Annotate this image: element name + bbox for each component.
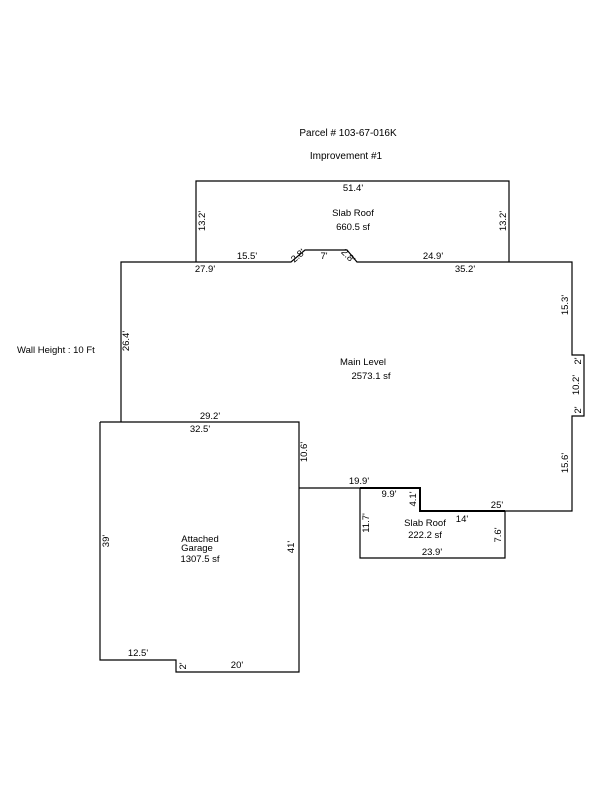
dim-notch-width: 9.9' bbox=[381, 489, 396, 500]
slab-roof-top-area: 660.5 sf bbox=[336, 222, 370, 233]
dim-notch-height: 4.1' bbox=[408, 491, 419, 506]
dim-main-top-left: 27.9' bbox=[195, 264, 215, 275]
garage-area: 1307.5 sf bbox=[180, 554, 219, 565]
dim-main-bottom-mid: 19.9' bbox=[349, 476, 369, 487]
slab-roof-top-name: Slab Roof bbox=[332, 208, 374, 219]
dim-slab-top-right: 13.2' bbox=[498, 211, 509, 231]
dim-bay-center: 7' bbox=[320, 251, 327, 262]
dim-small-slab-left: 11.7' bbox=[361, 513, 372, 533]
dim-slab-top-width: 51.4' bbox=[343, 183, 363, 194]
dim-main-top-right: 35.2' bbox=[455, 264, 475, 275]
slab-roof-small-outline bbox=[359, 488, 506, 559]
dim-small-slab-bottom: 23.9' bbox=[422, 547, 442, 558]
dim-garage-step: 2' bbox=[178, 662, 189, 669]
dim-garage-right: 41' bbox=[286, 541, 297, 554]
slab-roof-small-name: Slab Roof bbox=[404, 518, 446, 529]
garage-outline bbox=[99, 421, 300, 673]
dim-garage-bottom-left: 12.5' bbox=[128, 648, 148, 659]
dim-main-bottom-right: 25' bbox=[491, 500, 504, 511]
parcel-number: Parcel # 103-67-016K bbox=[299, 128, 397, 139]
improvement-label: Improvement #1 bbox=[310, 151, 383, 162]
garage-name-line2: Garage bbox=[181, 543, 213, 554]
slab-roof-small-area: 222.2 sf bbox=[408, 530, 442, 541]
dim-main-bottom-left: 29.2' bbox=[200, 411, 220, 422]
main-level-name: Main Level bbox=[340, 357, 386, 368]
slab-roof-small-inner-edge bbox=[360, 487, 505, 512]
dim-garage-top: 32.5' bbox=[190, 424, 210, 435]
dim-main-right-upper: 15.3' bbox=[560, 295, 571, 315]
dim-bump-top: 2' bbox=[573, 357, 584, 364]
dim-garage-bottom-right: 20' bbox=[231, 660, 244, 671]
dim-small-slab-top: 14' bbox=[456, 514, 469, 525]
garage-name-line1: Attached bbox=[181, 534, 219, 545]
main-level-area: 2573.1 sf bbox=[351, 371, 390, 382]
dim-main-right-lower: 15.6' bbox=[560, 453, 571, 473]
dim-small-slab-right: 7.6' bbox=[493, 527, 504, 542]
dim-main-left: 26.4' bbox=[121, 331, 132, 351]
dim-bay-right-run: 24.9' bbox=[423, 251, 443, 262]
dim-bump-bottom: 2' bbox=[573, 406, 584, 413]
dim-bay-left-run: 15.5' bbox=[237, 251, 257, 262]
dim-slab-top-left: 13.2' bbox=[197, 211, 208, 231]
slab-roof-top-outline bbox=[195, 180, 510, 262]
dim-garage-left: 39' bbox=[101, 535, 112, 548]
dim-bump-side: 10.2' bbox=[571, 375, 582, 395]
dim-garage-right-upper: 10.6' bbox=[299, 442, 310, 462]
wall-height-label: Wall Height : 10 Ft bbox=[17, 345, 95, 356]
